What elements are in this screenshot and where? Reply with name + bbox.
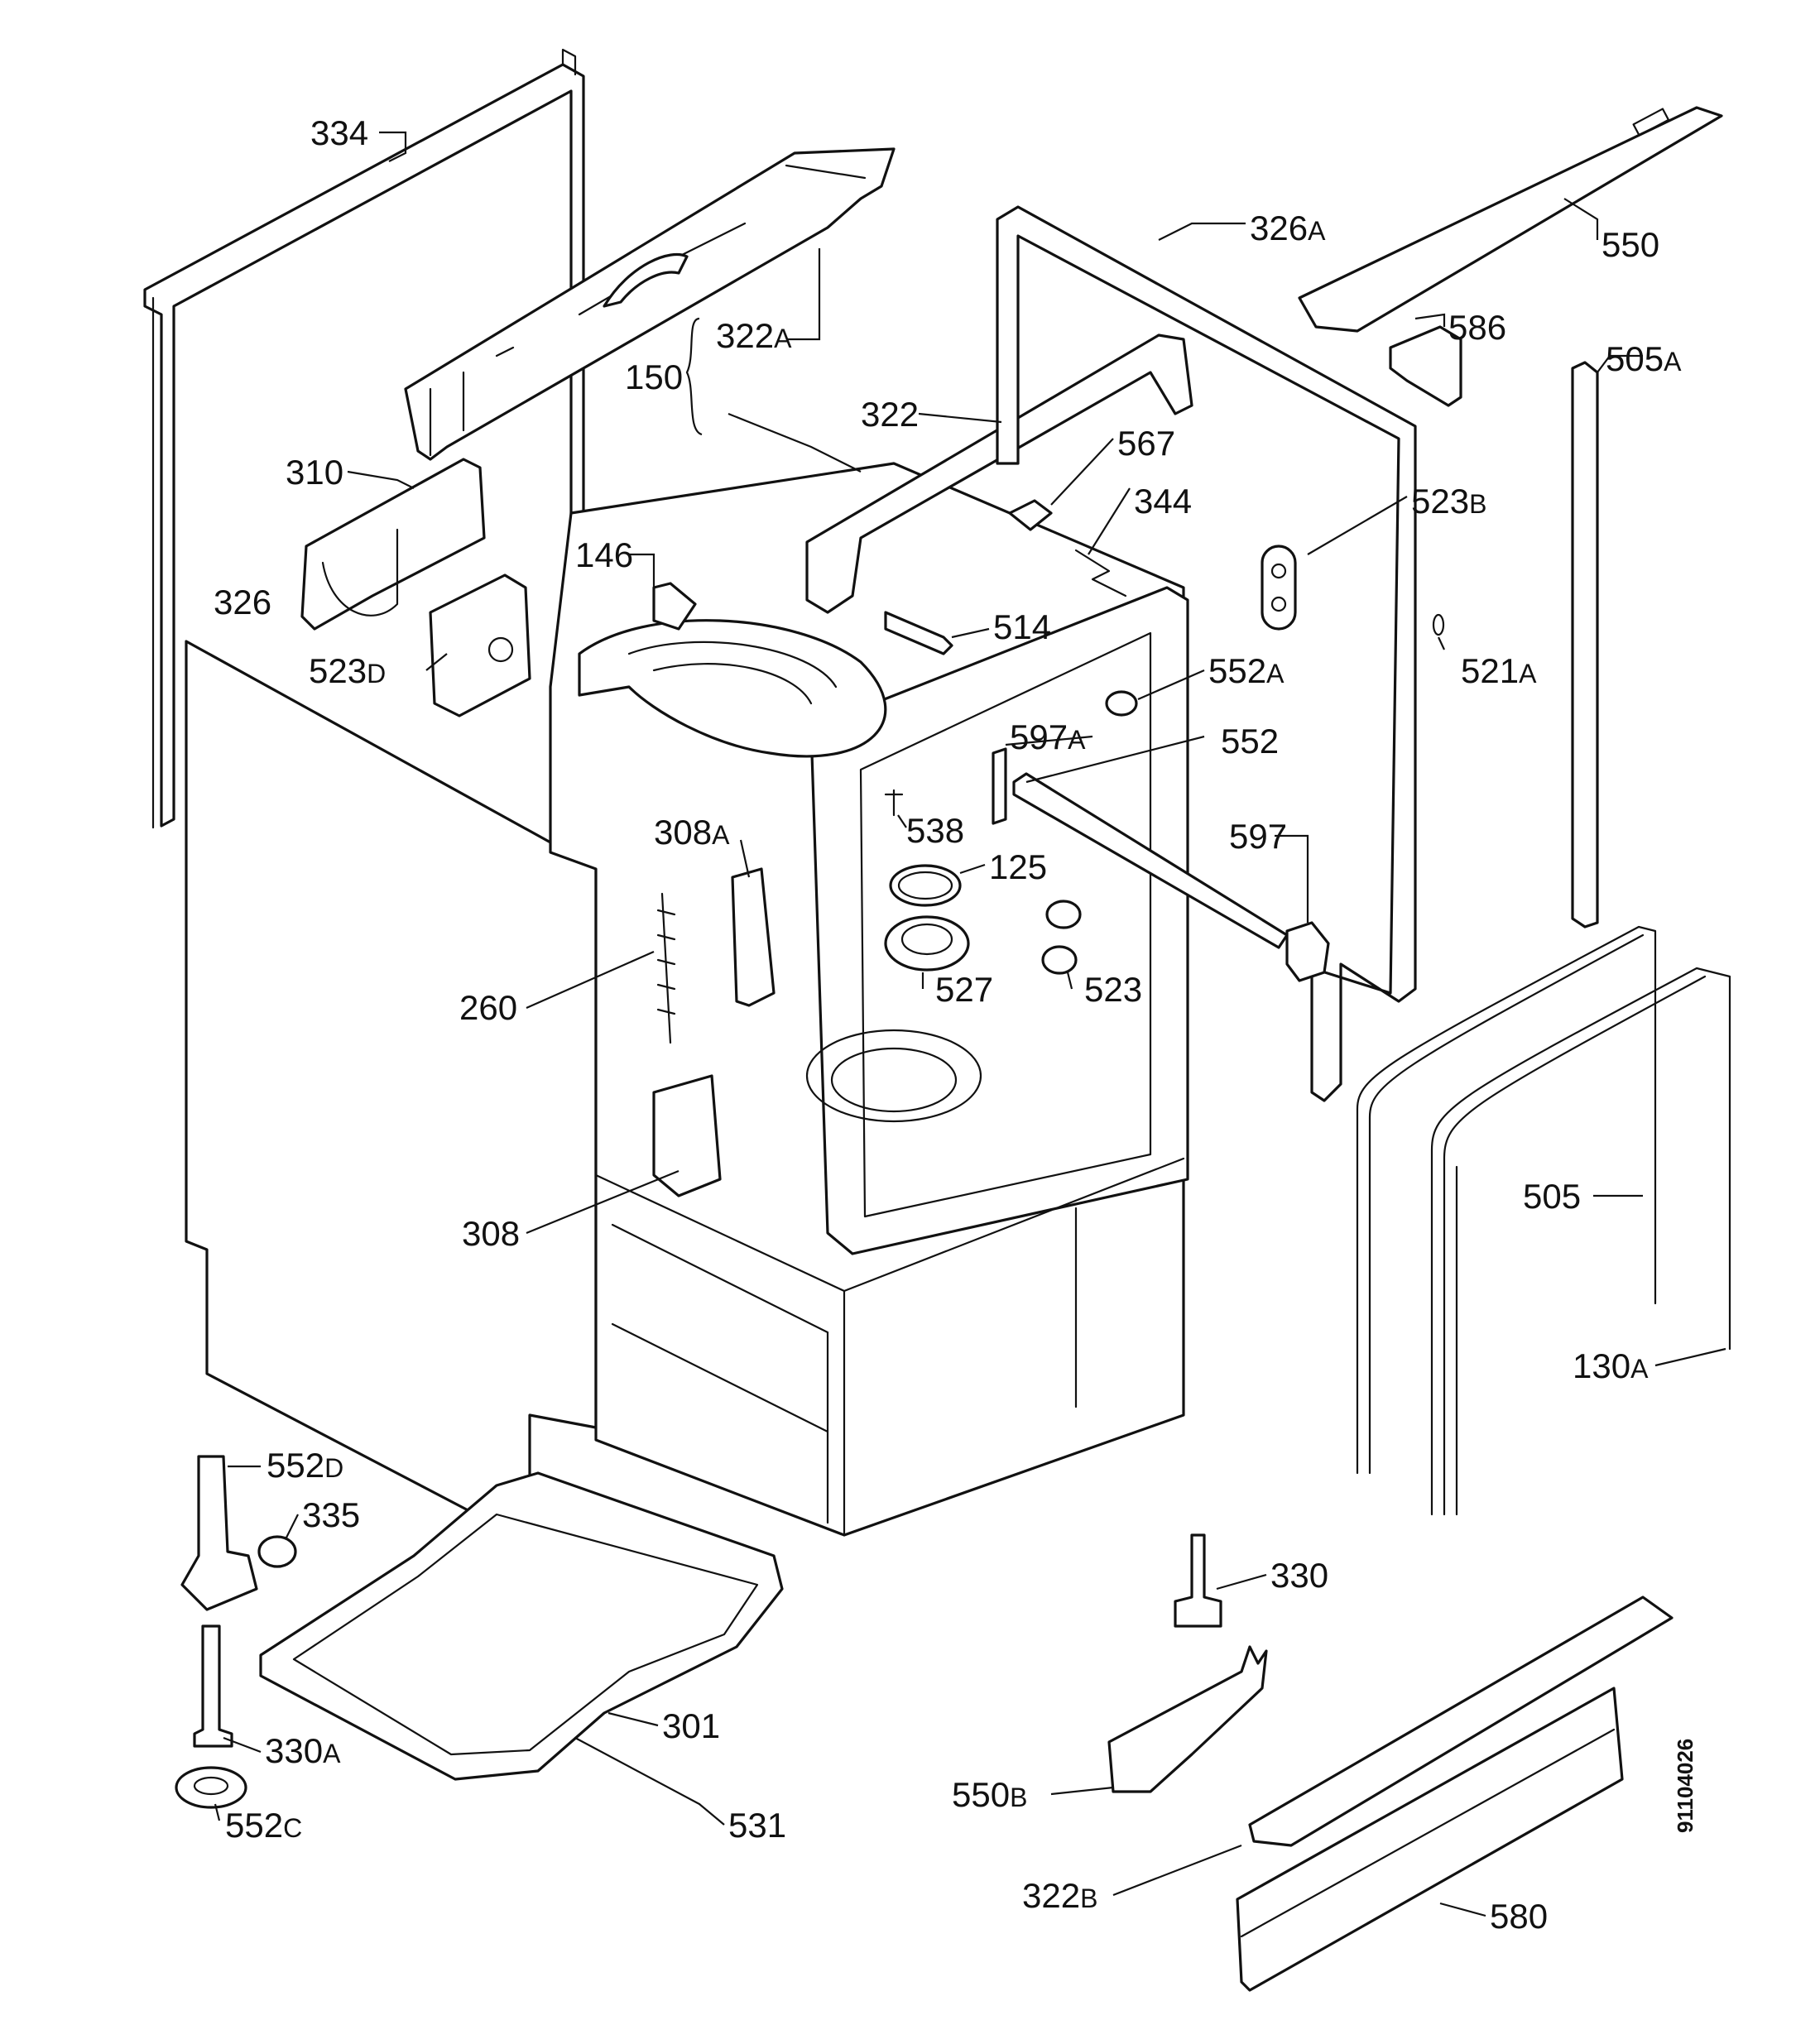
callout-310: 310 [286,453,343,492]
part-523b-grommet [1261,545,1297,631]
part-335-nut [257,1535,297,1568]
callout-308: 308 [462,1214,520,1253]
part-310-cover [300,458,486,631]
part-550-top-rail [1298,106,1723,333]
part-308-hinge [652,1074,722,1197]
callout-552a: 552A [1208,651,1285,690]
part-523d-cover [429,573,531,717]
part-330-bolt [1174,1533,1222,1628]
leader-lines [214,131,1726,1917]
part-146-hose [578,582,887,758]
callout-322b: 322B [1022,1876,1097,1915]
part-322b-channel [1248,1596,1674,1847]
callout-550: 550 [1602,225,1659,264]
callout-326a: 326A [1250,209,1326,247]
part-322-crossbar [805,334,1193,614]
part-326-side-panel [185,640,598,1533]
callout-326: 326 [214,583,271,621]
callout-597a: 597A [1010,717,1086,756]
callout-552: 552 [1221,722,1279,761]
callout-523d: 523D [309,651,386,690]
callout-527: 527 [935,970,993,1009]
callout-150: 150 [625,357,683,396]
callout-335: 335 [302,1495,360,1534]
callout-505a: 505A [1606,339,1682,378]
part-308a-latch [731,867,776,1007]
part-130a-seal [1430,967,1731,1516]
callout-597: 597 [1229,817,1287,856]
part-523-connector [1041,900,1082,975]
part-326a-side-panel [996,205,1417,1102]
part-505a-strip [1571,361,1599,929]
part-552d-foot [180,1455,258,1611]
part-597a-clip [992,747,1007,825]
callout-308a: 308A [654,813,730,852]
callout-125: 125 [989,847,1047,886]
part-322a-rail [404,147,896,461]
part-531-wire [574,1736,701,1806]
callout-130a: 130A [1573,1346,1649,1385]
callout-552c: 552C [225,1806,302,1845]
part-505-gasket [1356,925,1657,1475]
part-330a-bolt [193,1624,233,1748]
part-597-clip [1285,921,1330,982]
part-552a-plug [1105,690,1138,717]
callout-301: 301 [662,1706,720,1745]
callout-322a: 322A [716,316,792,355]
part-567-clip [1008,499,1053,531]
callout-521a: 521A [1461,651,1537,690]
callout-344: 344 [1134,482,1192,521]
callout-260: 260 [459,988,517,1027]
document-id: 91104026 [1673,1739,1698,1833]
part-550b-bracket [1107,1645,1268,1793]
part-344-spring [1074,549,1127,597]
callout-550b: 550B [952,1775,1027,1814]
callout-580: 580 [1490,1897,1548,1936]
part-334-frame [143,48,585,829]
callout-567: 567 [1117,424,1175,463]
part-580-trim [1236,1687,1624,1992]
part-552-rail [1012,772,1289,949]
callout-146: 146 [575,535,633,574]
part-552c-pad [175,1766,247,1809]
callout-334: 334 [310,113,368,152]
part-538-screw [884,789,904,817]
part-514-pin [884,611,953,655]
callout-505: 505 [1523,1177,1581,1216]
part-521a-ring [1432,613,1445,636]
callout-586: 586 [1448,308,1506,347]
callout-322: 322 [861,395,919,434]
callout-330: 330 [1270,1556,1328,1595]
callout-523: 523 [1084,970,1142,1009]
bracket-150 [685,317,703,436]
callout-523b: 523B [1411,482,1486,521]
callout-330a: 330A [265,1731,341,1770]
part-301-frame [259,1471,784,1781]
part-125-ring [889,864,962,907]
callout-514: 514 [993,607,1051,646]
part-586-bracket [1389,325,1462,407]
callout-538: 538 [906,811,964,850]
part-527-nut [884,915,970,972]
part-260-spring [656,892,676,1044]
callout-531: 531 [728,1806,786,1845]
callout-552d: 552D [267,1446,343,1485]
